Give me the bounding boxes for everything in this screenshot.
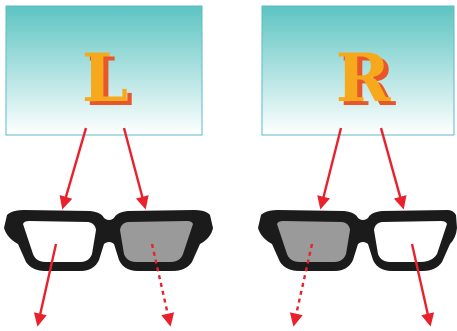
right-image-panel: R R	[262, 6, 454, 135]
arrow-right-panel-to-right-lens	[381, 128, 403, 207]
arrow-right-panel-to-left-lens	[321, 128, 341, 207]
incoming-arrows	[63, 128, 403, 207]
arrow-left-panel-to-right-lens	[124, 128, 145, 207]
arrow-left-panel-to-left-lens	[63, 128, 86, 207]
left-glasses-right-lens-dark	[120, 221, 193, 262]
left-image-panel: L L	[6, 6, 202, 135]
right-panel-letter: R	[336, 39, 392, 117]
left-glasses	[4, 210, 213, 271]
left-glasses-left-lens	[23, 221, 96, 262]
left-panel-letter: L	[82, 39, 128, 117]
right-glasses-left-lens-dark	[277, 221, 350, 262]
right-glasses	[258, 210, 457, 271]
